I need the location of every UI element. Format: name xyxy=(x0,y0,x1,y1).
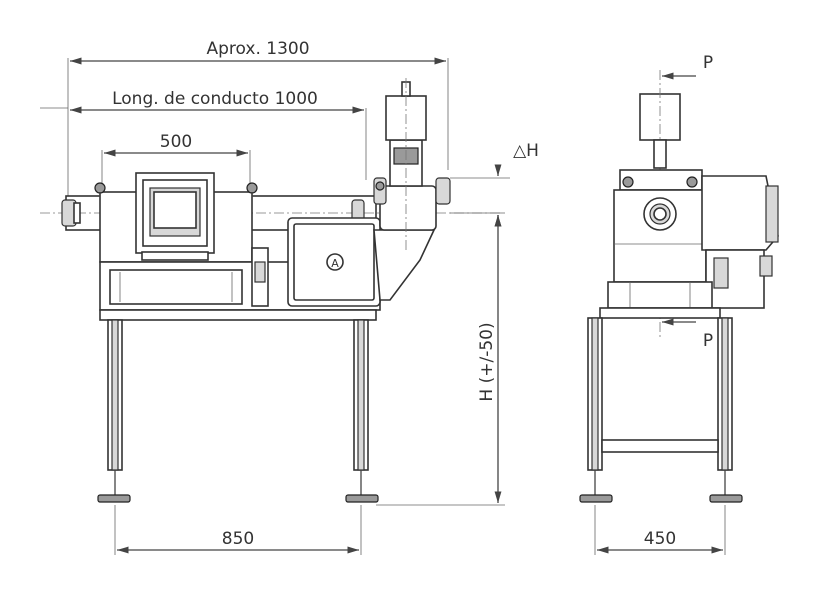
height-delta-label: △H xyxy=(513,141,539,161)
dimension-height: H (+/-50) xyxy=(376,212,505,506)
side-frame xyxy=(579,307,743,503)
dimension-frame-length: 850 xyxy=(114,505,362,555)
front-frame xyxy=(97,309,379,503)
dimension-duct-length: Long. de conducto 1000 xyxy=(40,89,367,180)
frame-width-label: 450 xyxy=(644,529,676,549)
detector-housing xyxy=(94,172,258,263)
overall-length-label: Aprox. 1300 xyxy=(206,39,309,59)
front-view: Aprox. 1300 Long. de conducto 1000 500 xyxy=(40,39,539,555)
dimension-frame-width: 450 xyxy=(594,505,726,555)
pressure-bottom-label: P xyxy=(703,331,713,351)
duct-length-label: Long. de conducto 1000 xyxy=(112,89,318,109)
dimension-detector-width: 500 xyxy=(101,132,251,185)
pressure-top-label: P xyxy=(703,53,713,73)
height-label: H (+/-50) xyxy=(477,322,497,401)
control-panel: A xyxy=(287,217,381,307)
detector-width-label: 500 xyxy=(160,132,192,152)
pressure-arrow-top: P xyxy=(662,53,713,80)
panel-logo-icon xyxy=(326,253,344,271)
frame-length-label: 850 xyxy=(222,529,254,549)
diverter-valve xyxy=(373,78,451,301)
panel-logo-letter: A xyxy=(331,257,339,270)
dimension-height-delta: △H xyxy=(450,141,539,227)
side-view: P P xyxy=(579,53,779,555)
pressure-arrow-bottom: P xyxy=(662,318,713,351)
dimension-overall-length: Aprox. 1300 xyxy=(67,39,449,200)
